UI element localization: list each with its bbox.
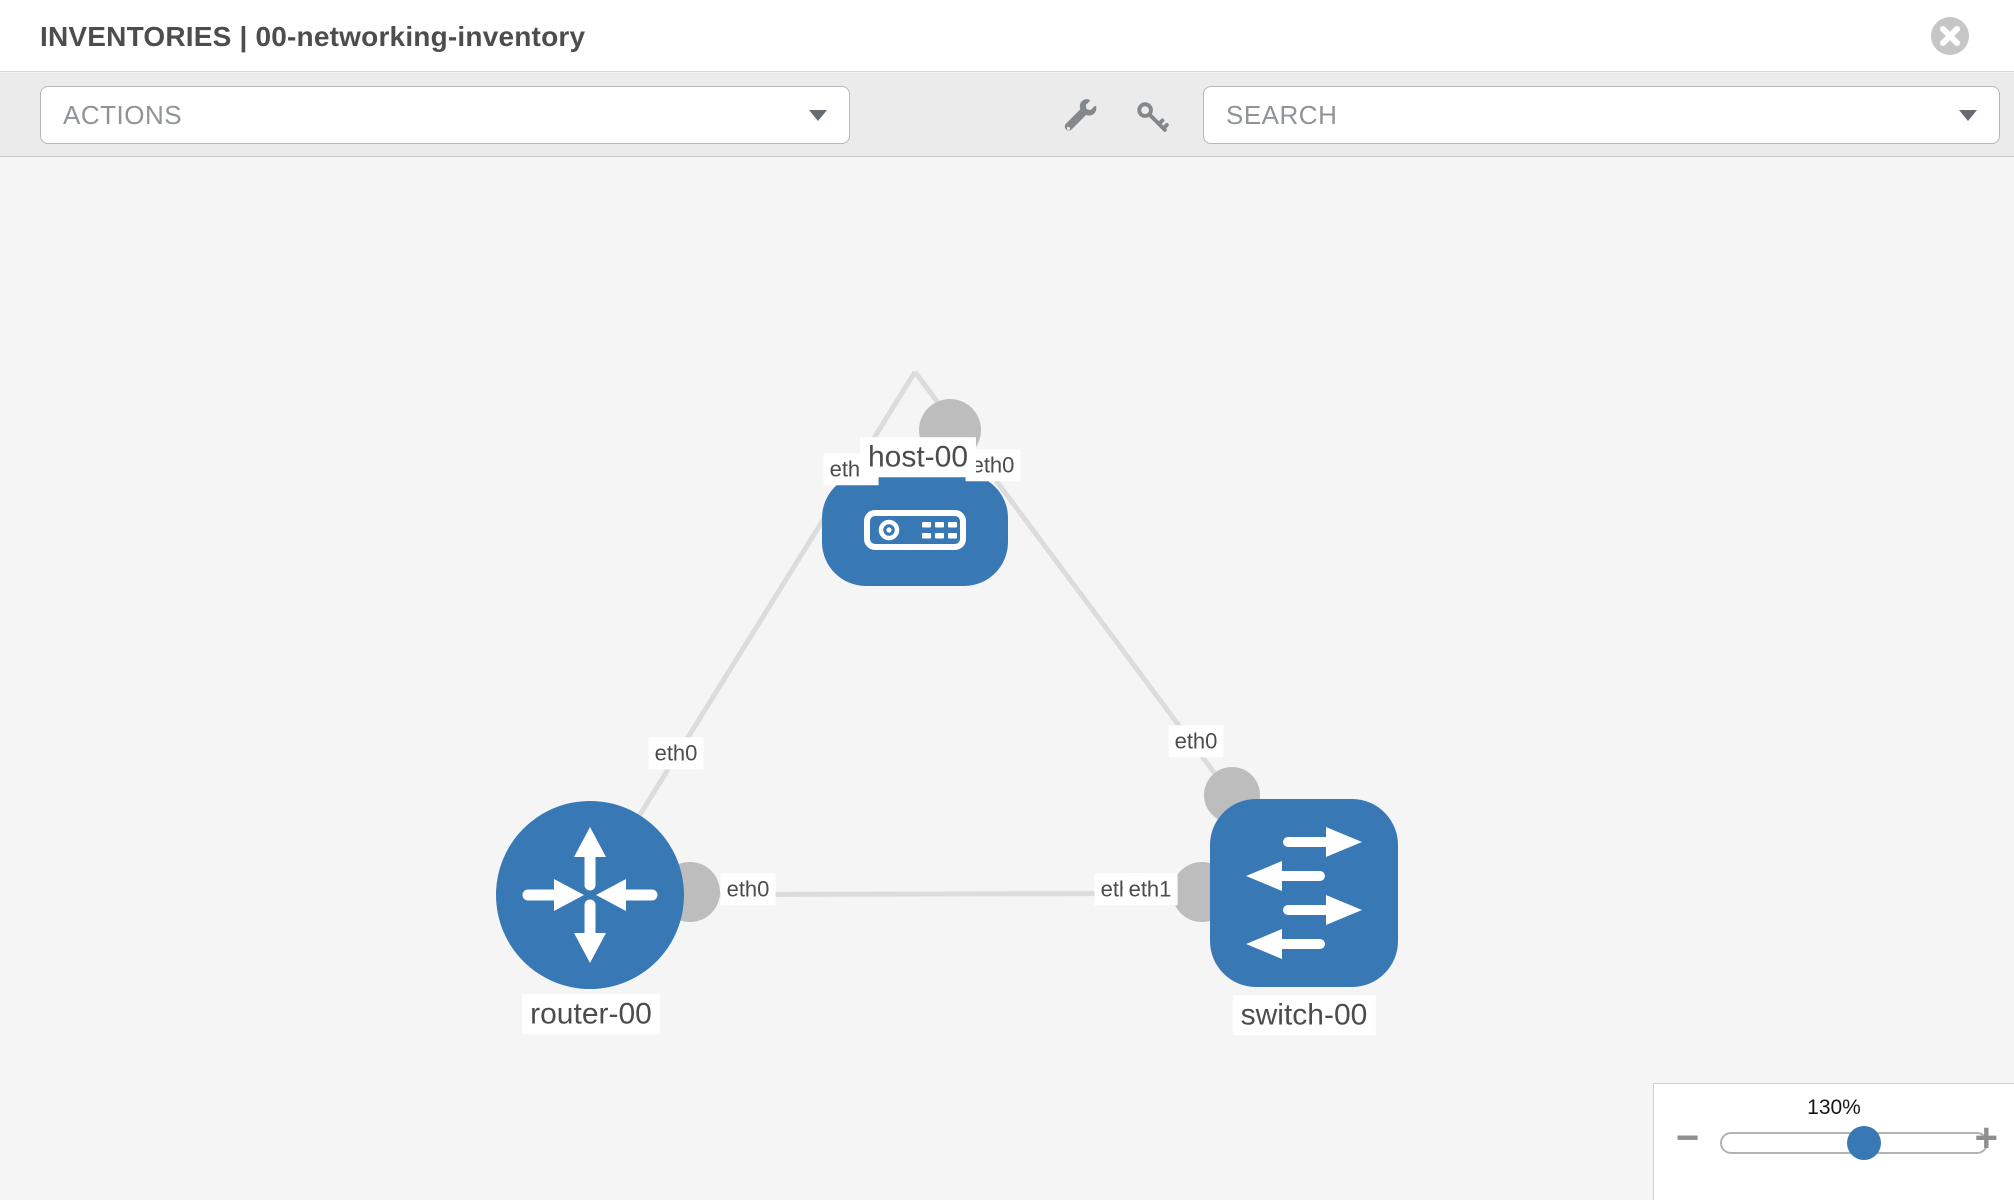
wrench-icon[interactable] xyxy=(1062,99,1098,135)
node-label-router: router-00 xyxy=(522,994,660,1034)
caret-down-icon xyxy=(809,109,827,121)
caret-down-icon xyxy=(1959,109,1977,121)
iface-label-router-to-switch: eth0 xyxy=(720,873,776,905)
toolbar: ACTIONS SEARCH xyxy=(0,73,2014,157)
header: INVENTORIES | 00-networking-inventory xyxy=(0,0,2014,72)
iface-label-switch-front: eth1 xyxy=(1122,873,1178,905)
node-router-00[interactable] xyxy=(496,801,684,989)
key-icon[interactable] xyxy=(1134,99,1170,135)
node-label-switch: switch-00 xyxy=(1232,995,1376,1035)
switch-icon xyxy=(1246,827,1362,959)
router-icon xyxy=(522,827,658,963)
node-switch-00[interactable] xyxy=(1210,799,1398,987)
search-select[interactable]: SEARCH xyxy=(1203,86,2000,144)
iface-label-router-to-host: eth0 xyxy=(648,737,704,769)
zoom-slider-handle[interactable] xyxy=(1847,1126,1881,1160)
close-icon[interactable] xyxy=(1930,16,1970,56)
zoom-out-button[interactable]: − xyxy=(1676,1116,1700,1160)
node-host-00[interactable] xyxy=(822,474,1008,586)
host-icon xyxy=(864,510,966,550)
topology-canvas[interactable]: host-00 router-00 switch-00 eth0 eth0 et… xyxy=(0,158,2014,1200)
iface-label-switch-to-host: eth0 xyxy=(1168,725,1224,757)
actions-select-label: ACTIONS xyxy=(63,99,183,130)
page-title: INVENTORIES | 00-networking-inventory xyxy=(40,21,586,52)
topology-links xyxy=(587,370,1307,922)
node-label-host: host-00 xyxy=(859,437,977,477)
zoom-level-value: 130% xyxy=(1807,1096,1861,1119)
actions-select[interactable]: ACTIONS xyxy=(40,86,850,144)
zoom-panel: 130% − + xyxy=(1653,1083,2014,1200)
search-select-label: SEARCH xyxy=(1226,99,1338,130)
zoom-in-button[interactable]: + xyxy=(1974,1116,1998,1160)
